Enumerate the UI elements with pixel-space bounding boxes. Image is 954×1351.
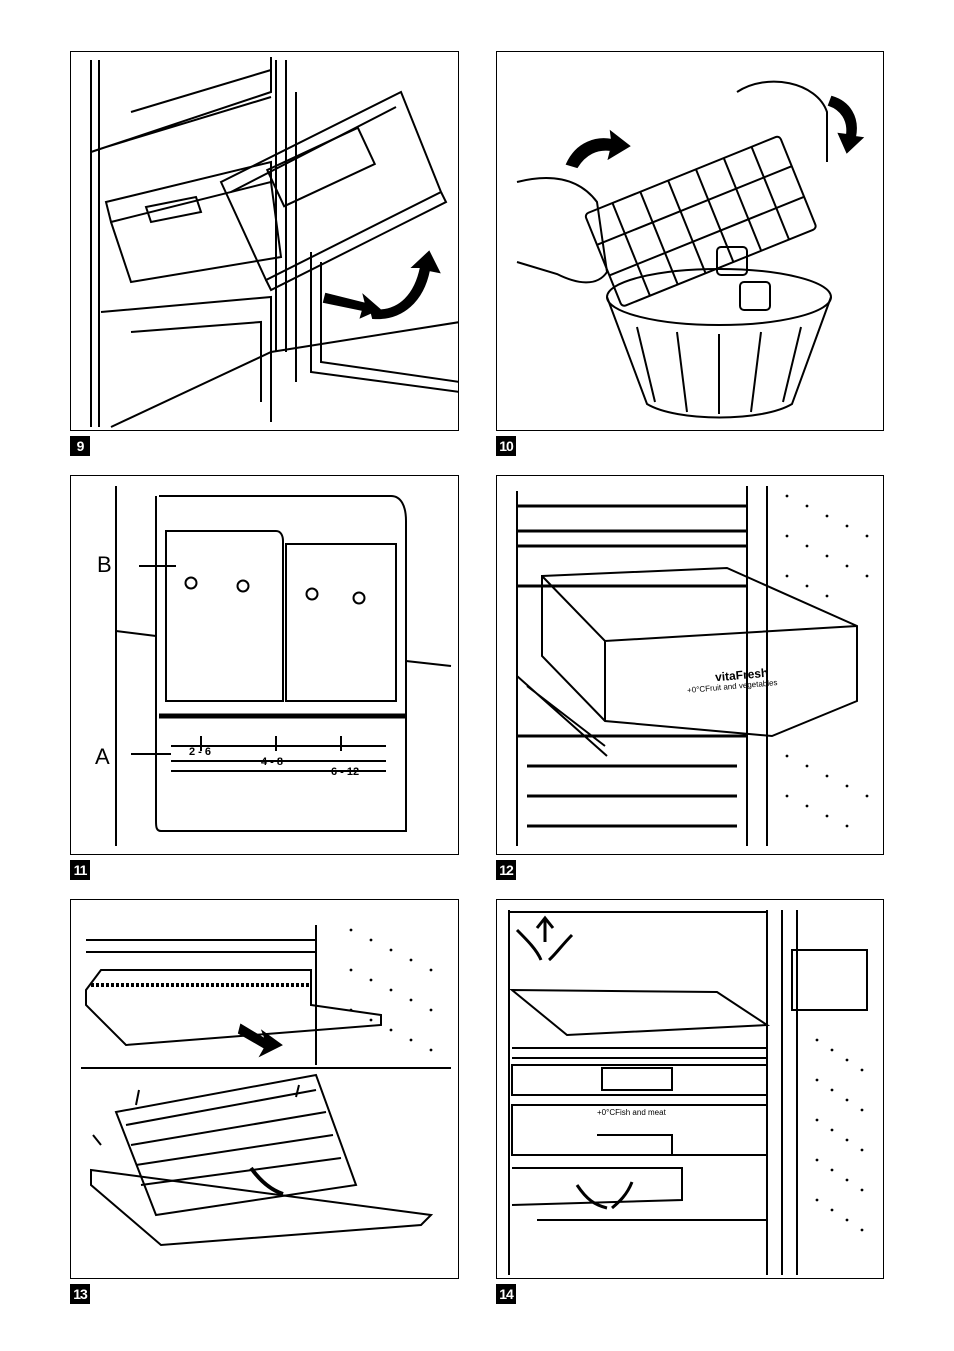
dot-pattern-13 [350,929,433,1052]
figure-12-illustration [497,476,884,855]
figure-10-illustration [497,52,884,431]
dot-pattern-14 [816,1039,864,1232]
figure-11-illustration [71,476,459,855]
figure-13-number: 13 [70,1284,90,1304]
range-4-8: 4 - 8 [261,756,283,768]
figure-14-illustration [497,900,884,1279]
figure-10-number: 10 [496,436,516,456]
figure-12-panel: vitaFresh +0°CFruit and vegetables [496,475,884,855]
figure-14-number: 14 [496,1284,516,1304]
figure-11-number: 11 [70,860,90,880]
figure-9-number: 9 [70,436,90,456]
figure-12-number: 12 [496,860,516,880]
label-a: A [95,744,110,770]
figure-14-panel: +0°CFish and meat [496,899,884,1279]
dot-pattern-12 [786,495,869,828]
figure-9-illustration [71,52,459,431]
range-2-6: 2 - 6 [189,746,211,758]
figure-10-panel [496,51,884,431]
figure-11-panel: B A 2 - 6 4 - 8 6 - 12 [70,475,459,855]
figure-13-panel [70,899,459,1279]
range-6-12: 6 - 12 [331,766,359,778]
label-b: B [97,552,112,578]
figure-13-illustration [71,900,459,1279]
fish-meat-caption: +0°CFish and meat [597,1108,666,1117]
figure-9-panel [70,51,459,431]
